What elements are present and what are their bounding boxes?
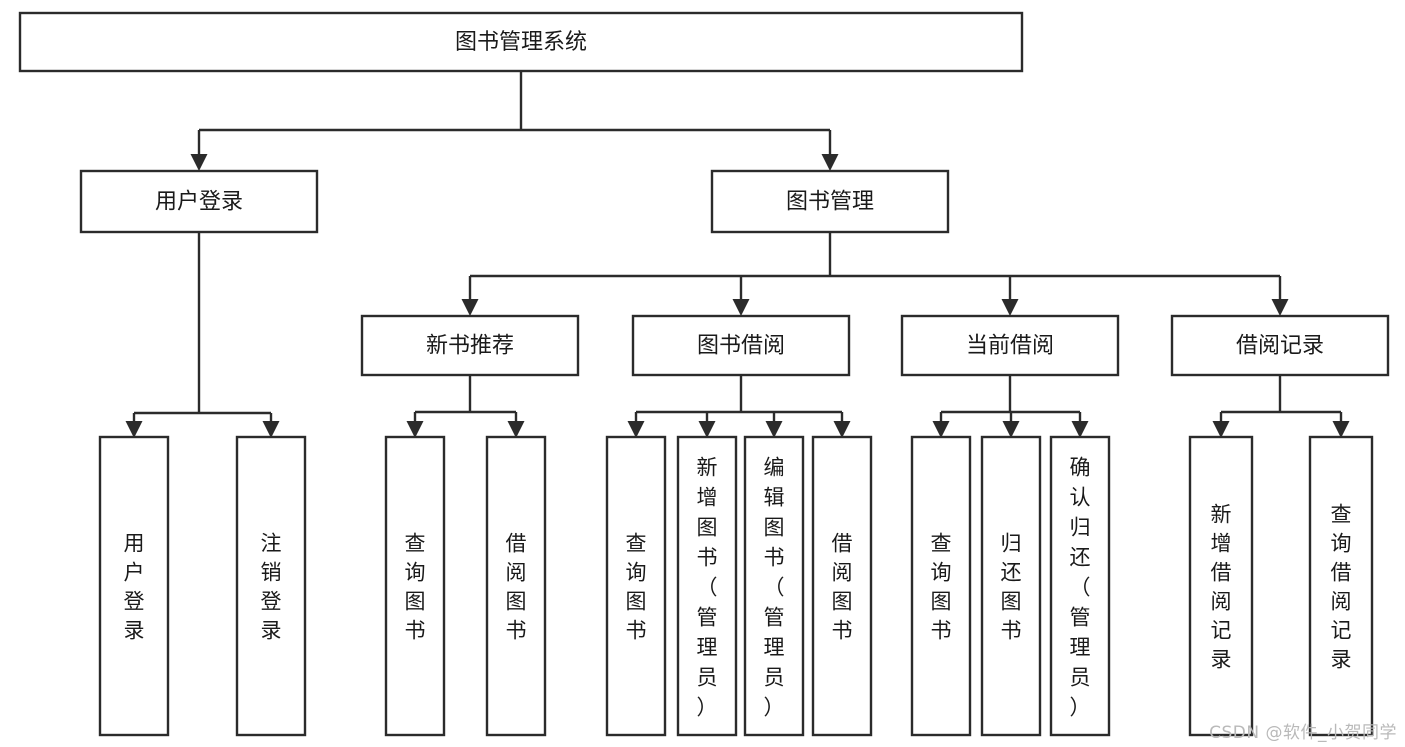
arrow-head-icon (190, 154, 208, 171)
node-borrow-record[interactable]: 借阅记录 (1170, 314, 1390, 377)
node-label: 新书推荐 (426, 334, 514, 359)
arrow-head-icon (932, 421, 950, 438)
arrow-head-icon (1001, 299, 1019, 316)
flowchart-nodes: 图书管理系统用户登录图书管理新书推荐图书借阅当前借阅借阅记录用户登录注销登录查询… (18, 11, 1390, 737)
node-box[interactable] (605, 435, 667, 737)
node-label: 查询图书 (931, 532, 952, 643)
node-leaf-edit-book-admin[interactable]: 编辑图书（管理员） (743, 435, 805, 737)
node-label: 借阅图书 (832, 532, 853, 643)
node-label: 归还图书 (1001, 532, 1022, 643)
node-box[interactable] (676, 435, 738, 737)
node-leaf-borrow-book-rec[interactable]: 借阅图书 (485, 435, 547, 737)
node-leaf-user-login[interactable]: 用户登录 (98, 435, 170, 737)
node-box[interactable] (1188, 435, 1254, 737)
arrow-head-icon (461, 299, 479, 316)
node-box[interactable] (384, 435, 446, 737)
node-label: 新增图书（管理员） (697, 455, 718, 719)
node-box[interactable] (1049, 435, 1111, 737)
node-leaf-add-book-admin[interactable]: 新增图书（管理员） (676, 435, 738, 737)
node-label: 编辑图书（管理员） (764, 455, 785, 719)
node-label: 查询图书 (405, 532, 426, 643)
node-box[interactable] (485, 435, 547, 737)
node-box[interactable] (710, 169, 950, 234)
node-leaf-logout[interactable]: 注销登录 (235, 435, 307, 737)
node-box[interactable] (79, 169, 319, 234)
node-leaf-return-book[interactable]: 归还图书 (980, 435, 1042, 737)
node-label: 查询借阅记录 (1331, 503, 1352, 672)
node-label: 查询图书 (626, 532, 647, 643)
node-leaf-query-book-borrow[interactable]: 查询图书 (605, 435, 667, 737)
node-label: 图书借阅 (697, 334, 785, 359)
arrow-head-icon (833, 421, 851, 438)
arrow-head-icon (262, 421, 280, 438)
node-box[interactable] (360, 314, 580, 377)
node-box[interactable] (235, 435, 307, 737)
arrow-head-icon (765, 421, 783, 438)
node-book-borrow[interactable]: 图书借阅 (631, 314, 851, 377)
node-root-system[interactable]: 图书管理系统 (18, 11, 1024, 73)
node-box[interactable] (811, 435, 873, 737)
node-label: 借阅记录 (1236, 334, 1324, 359)
node-box[interactable] (98, 435, 170, 737)
node-box[interactable] (18, 11, 1024, 73)
node-box[interactable] (631, 314, 851, 377)
arrow-head-icon (698, 421, 716, 438)
arrow-head-icon (732, 299, 750, 316)
node-label: 用户登录 (155, 190, 243, 215)
node-box[interactable] (743, 435, 805, 737)
node-label: 图书管理系统 (455, 30, 587, 55)
node-box[interactable] (900, 314, 1120, 377)
arrow-head-icon (821, 154, 839, 171)
node-label: 注销登录 (261, 532, 282, 643)
node-box[interactable] (1170, 314, 1390, 377)
arrow-head-icon (627, 421, 645, 438)
node-label: 图书管理 (786, 190, 874, 215)
arrow-head-icon (1212, 421, 1230, 438)
node-label: 借阅图书 (506, 532, 527, 643)
csdn-watermark: CSDN @软件_小贺同学 (1209, 723, 1397, 743)
arrow-head-icon (507, 421, 525, 438)
node-box[interactable] (910, 435, 972, 737)
node-new-book-recommend[interactable]: 新书推荐 (360, 314, 580, 377)
arrow-head-icon (406, 421, 424, 438)
connector-edges (125, 71, 1350, 438)
node-leaf-add-borrow-record[interactable]: 新增借阅记录 (1188, 435, 1254, 737)
node-leaf-query-book-current[interactable]: 查询图书 (910, 435, 972, 737)
node-leaf-query-book-rec[interactable]: 查询图书 (384, 435, 446, 737)
node-user-login[interactable]: 用户登录 (79, 169, 319, 234)
node-label: 确认归还（管理员） (1070, 455, 1091, 719)
node-current-borrow[interactable]: 当前借阅 (900, 314, 1120, 377)
node-box[interactable] (980, 435, 1042, 737)
node-label: 新增借阅记录 (1211, 503, 1232, 672)
node-leaf-query-borrow-record[interactable]: 查询借阅记录 (1308, 435, 1374, 737)
arrow-head-icon (1071, 421, 1089, 438)
arrow-head-icon (1332, 421, 1350, 438)
node-label: 当前借阅 (966, 334, 1054, 359)
node-label: 用户登录 (124, 532, 145, 643)
node-box[interactable] (1308, 435, 1374, 737)
node-leaf-confirm-return-admin[interactable]: 确认归还（管理员） (1049, 435, 1111, 737)
arrow-head-icon (1002, 421, 1020, 438)
node-leaf-borrow-book[interactable]: 借阅图书 (811, 435, 873, 737)
arrow-head-icon (1271, 299, 1289, 316)
arrow-head-icon (125, 421, 143, 438)
node-book-management[interactable]: 图书管理 (710, 169, 950, 234)
